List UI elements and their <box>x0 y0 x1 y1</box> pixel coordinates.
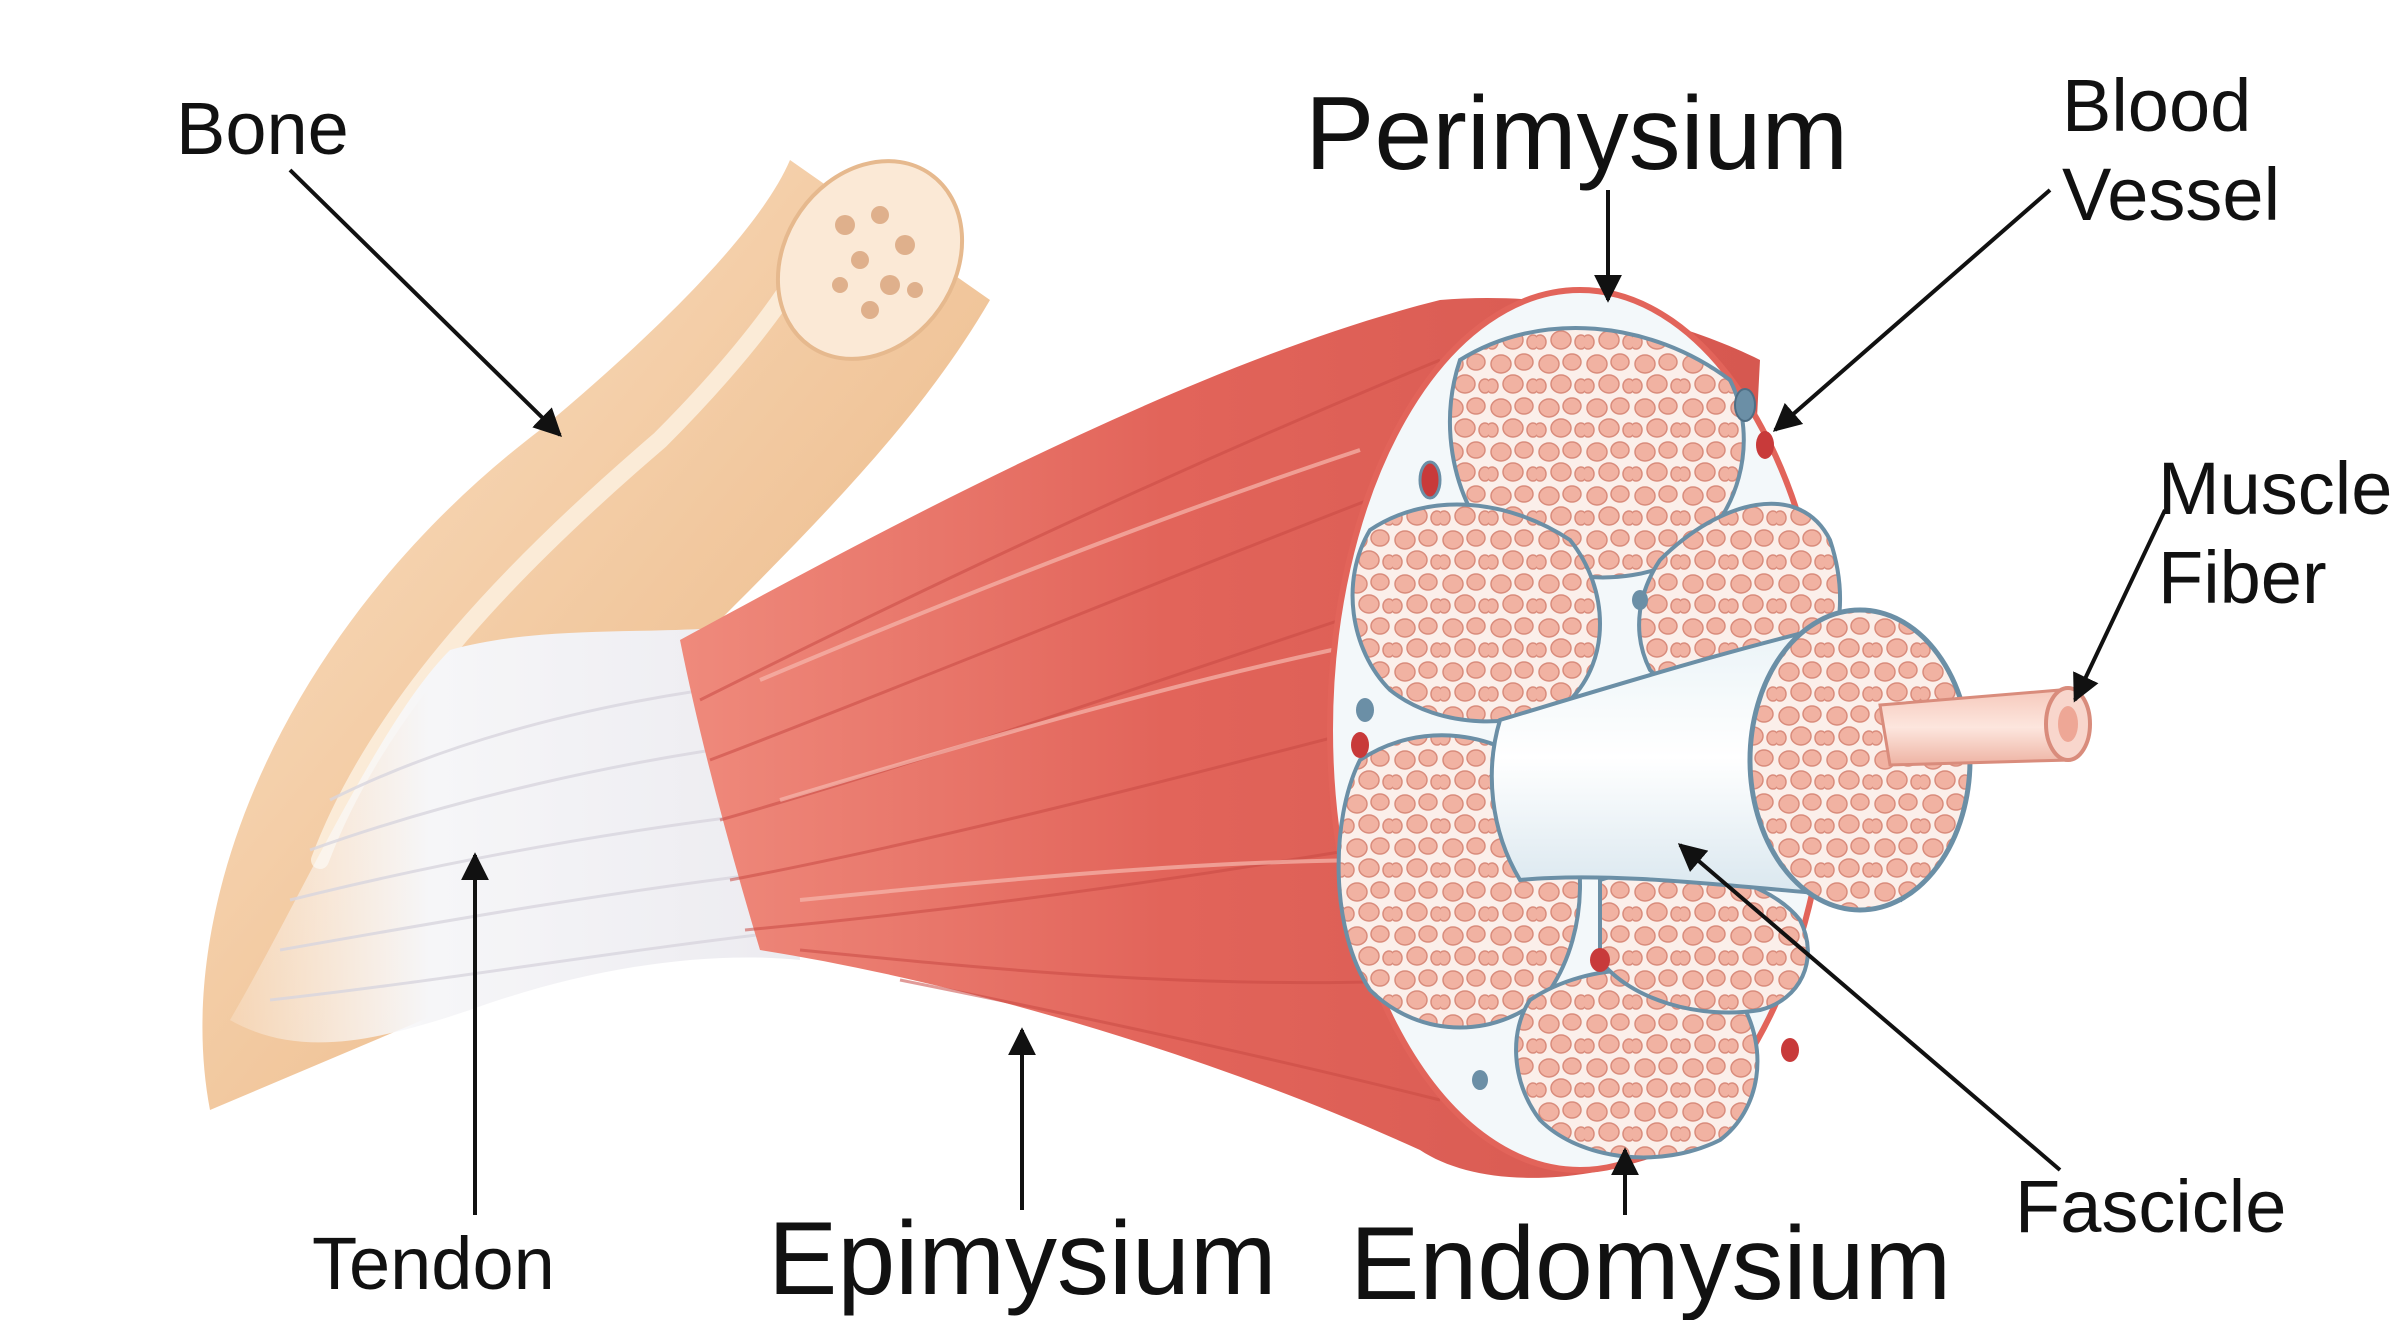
blood-vessel-label-line2: Vessel <box>2062 152 2281 236</box>
fascicle-arrow <box>1677 843 2062 1172</box>
bone-arrow <box>288 168 562 437</box>
tendon-label: Tendon <box>312 1222 555 1305</box>
blood-vessel-label-line1: Blood <box>2062 64 2252 147</box>
blood-vessel-arrow <box>1772 188 2052 432</box>
muscle-fiber <box>1878 686 2092 767</box>
tendon-shape <box>230 620 801 1043</box>
endomysium-label: Endomysium <box>1350 1206 1952 1320</box>
muscle-fiber-label-line1: Muscle <box>2158 447 2393 530</box>
muscle-fiber-label: Muscle Fiber <box>2158 445 2392 623</box>
fascicle-label: Fascicle <box>2015 1165 2287 1248</box>
extracted-fascicle <box>1489 607 1973 913</box>
fascicle-upper-left <box>1350 502 1602 724</box>
perimysium-label: Perimysium <box>1305 76 1849 192</box>
blood-vessels <box>1351 388 1799 1090</box>
muscle-fiber-label-line2: Fiber <box>2158 535 2327 619</box>
epimysium-label: Epimysium <box>768 1201 1277 1317</box>
blood-vessel-label: Blood Vessel <box>2062 62 2280 240</box>
muscle-fiber-arrow <box>2073 509 2167 703</box>
bone-label: Bone <box>176 87 349 170</box>
